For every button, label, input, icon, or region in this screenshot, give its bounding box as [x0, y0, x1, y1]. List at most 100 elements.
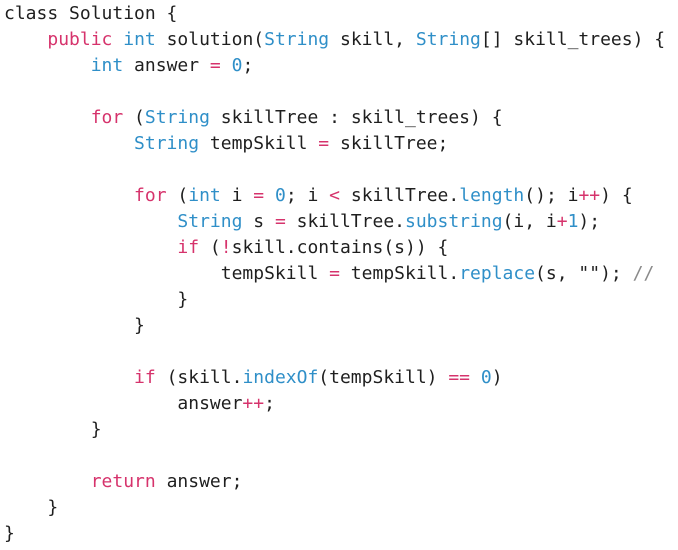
- code-token: skillTree : skill_trees) {: [209, 107, 503, 128]
- code-token: if: [177, 237, 200, 258]
- code-token: [470, 367, 481, 388]
- code-token: [4, 55, 91, 76]
- code-line: [0, 339, 678, 365]
- code-token: answer: [123, 55, 210, 76]
- code-token: tempSkill: [220, 263, 330, 284]
- code-token: Solution {: [58, 3, 178, 24]
- code-token: (: [166, 185, 189, 206]
- code-token: i: [220, 185, 254, 206]
- code-token: [4, 185, 134, 206]
- code-line: [0, 79, 678, 105]
- code-token: 0: [480, 367, 492, 388]
- code-token: for: [90, 107, 124, 128]
- code-line: [0, 157, 678, 183]
- code-token: ;: [264, 393, 275, 414]
- code-token: }: [4, 315, 145, 336]
- code-token: [221, 55, 232, 76]
- code-token: [264, 185, 275, 206]
- code-token: [4, 367, 134, 388]
- code-token: [4, 29, 47, 50]
- code-token: <: [329, 185, 341, 206]
- code-token: skillTree.: [340, 185, 460, 206]
- code-token: 1: [567, 211, 579, 232]
- code-token: skillTree;: [329, 133, 449, 154]
- code-token: String: [264, 29, 330, 50]
- code-line: }: [0, 287, 678, 313]
- code-token: int: [90, 55, 124, 76]
- code-token: ==: [448, 367, 471, 388]
- code-line: String s = skillTree.substring(i, i+1);: [0, 209, 678, 235]
- code-token: ++: [578, 185, 601, 206]
- code-line: }: [0, 495, 678, 521]
- code-token: [4, 237, 177, 258]
- code-token: =: [209, 55, 221, 76]
- code-token: String: [144, 107, 210, 128]
- code-token: }: [4, 289, 189, 310]
- code-token: );: [600, 263, 633, 284]
- code-line: [0, 443, 678, 469]
- code-token: (s,: [535, 263, 579, 284]
- code-token: =: [318, 133, 330, 154]
- code-token: ; i: [285, 185, 330, 206]
- code-token: tempSkill.: [339, 263, 460, 284]
- code-line: return answer;: [0, 469, 678, 495]
- code-token: indexOf: [242, 367, 319, 388]
- code-token: );: [578, 211, 601, 232]
- code-line: class Solution {: [0, 1, 678, 27]
- code-line: }: [0, 521, 678, 547]
- code-token: (tempSkill): [318, 367, 449, 388]
- code-token: skill,: [329, 29, 416, 50]
- code-token: if: [134, 367, 156, 388]
- code-token: 0: [231, 55, 243, 76]
- code-token: //: [632, 263, 666, 284]
- code-token: [4, 107, 91, 128]
- code-token: (skill.: [155, 367, 243, 388]
- code-token: =: [253, 185, 265, 206]
- code-line: if (!skill.contains(s)) {: [0, 235, 678, 261]
- code-token: int: [188, 185, 221, 206]
- code-token: [] skill_trees) {: [480, 29, 666, 50]
- code-token: }: [4, 419, 102, 440]
- code-line: answer++;: [0, 391, 678, 417]
- code-line: public int solution(String skill, String…: [0, 27, 678, 53]
- code-token: ++: [242, 393, 265, 414]
- code-token: (: [199, 237, 221, 258]
- code-token: =: [329, 263, 340, 284]
- code-token: skill.contains(s)) {: [231, 237, 449, 258]
- code-token: tempSkill: [199, 133, 319, 154]
- code-token: solution(: [155, 29, 265, 50]
- code-token: [112, 29, 123, 50]
- code-token: String: [415, 29, 481, 50]
- code-token: }: [4, 523, 15, 544]
- code-token: return: [90, 471, 156, 492]
- code-token: String: [177, 211, 243, 232]
- code-line: String tempSkill = skillTree;: [0, 131, 678, 157]
- code-token: =: [274, 211, 286, 232]
- code-token: }: [4, 497, 59, 518]
- code-line: for (String skillTree : skill_trees) {: [0, 105, 678, 131]
- code-token: (); i: [524, 185, 579, 206]
- code-token: class: [4, 3, 59, 24]
- code-token: ): [491, 367, 503, 388]
- code-token: (i, i: [502, 211, 557, 232]
- code-line: if (skill.indexOf(tempSkill) == 0): [0, 365, 678, 391]
- code-token: s: [242, 211, 275, 232]
- code-token: answer;: [155, 471, 243, 492]
- code-token: for: [134, 185, 167, 206]
- code-line: for (int i = 0; i < skillTree.length(); …: [0, 183, 678, 209]
- code-token: 0: [274, 185, 286, 206]
- code-line: }: [0, 313, 678, 339]
- code-token: [4, 133, 134, 154]
- code-token: ;: [242, 55, 254, 76]
- code-token: int: [123, 29, 156, 50]
- code-token: public: [47, 29, 113, 50]
- code-token: !: [220, 237, 232, 258]
- code-token: (: [123, 107, 145, 128]
- code-token: [4, 471, 91, 492]
- code-line: }: [0, 417, 678, 443]
- code-token: answer: [4, 393, 243, 414]
- code-token: +: [556, 211, 568, 232]
- code-line: tempSkill = tempSkill.replace(s, ""); //: [0, 261, 678, 287]
- code-token: String: [134, 133, 200, 154]
